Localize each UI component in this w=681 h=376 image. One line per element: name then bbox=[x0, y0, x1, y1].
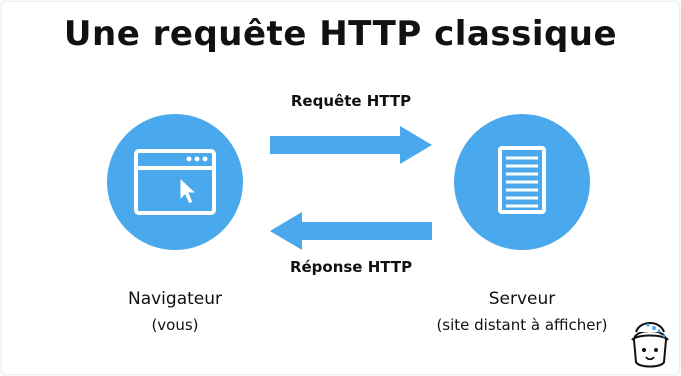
response-label: Réponse HTTP bbox=[289, 258, 413, 276]
server-rack-icon bbox=[498, 146, 546, 214]
client-label: Navigateur bbox=[127, 289, 222, 309]
server-label: Serveur bbox=[488, 289, 556, 309]
client-sublabel: (vous) bbox=[151, 316, 199, 334]
diagram-title: Une requête HTTP classique bbox=[63, 14, 618, 54]
client-circle bbox=[107, 114, 243, 250]
browser-window-icon bbox=[134, 149, 216, 215]
request-arrow bbox=[270, 126, 432, 164]
server-sublabel: (site distant à afficher) bbox=[436, 316, 608, 334]
mascot-logo-icon bbox=[631, 322, 669, 368]
response-arrow bbox=[270, 212, 432, 250]
request-label: Requête HTTP bbox=[290, 92, 412, 110]
